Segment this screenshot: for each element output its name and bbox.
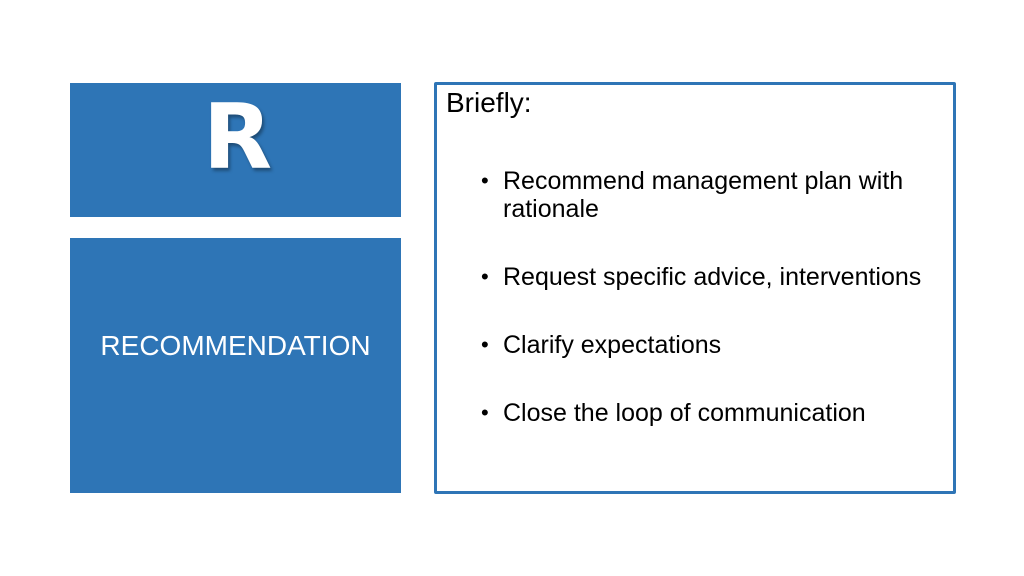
acronym-word: RECOMMENDATION — [100, 329, 371, 361]
bullet-dot-icon: • — [481, 168, 489, 193]
bullet-text: Recommend management plan with rationale — [503, 167, 904, 223]
bullet-list: • Recommend management plan with rationa… — [481, 167, 941, 467]
bullet-item: • Recommend management plan with rationa… — [481, 167, 941, 223]
bullet-item: • Close the loop of communication — [481, 399, 941, 427]
letter-tile: R — [70, 83, 401, 217]
bullet-text: Close the loop of communication — [503, 399, 866, 427]
word-tile: RECOMMENDATION — [70, 238, 401, 493]
content-heading: Briefly: — [446, 87, 532, 118]
bullet-item: • Request specific advice, interventions — [481, 263, 941, 291]
bullet-item: • Clarify expectations — [481, 331, 941, 359]
content-box: Briefly: • Recommend management plan wit… — [434, 82, 956, 494]
bullet-text: Clarify expectations — [503, 331, 722, 359]
bullet-dot-icon: • — [481, 332, 489, 357]
bullet-text: Request specific advice, interventions — [503, 263, 922, 291]
acronym-letter: R — [202, 85, 273, 190]
bullet-dot-icon: • — [481, 400, 489, 425]
bullet-dot-icon: • — [481, 264, 489, 289]
